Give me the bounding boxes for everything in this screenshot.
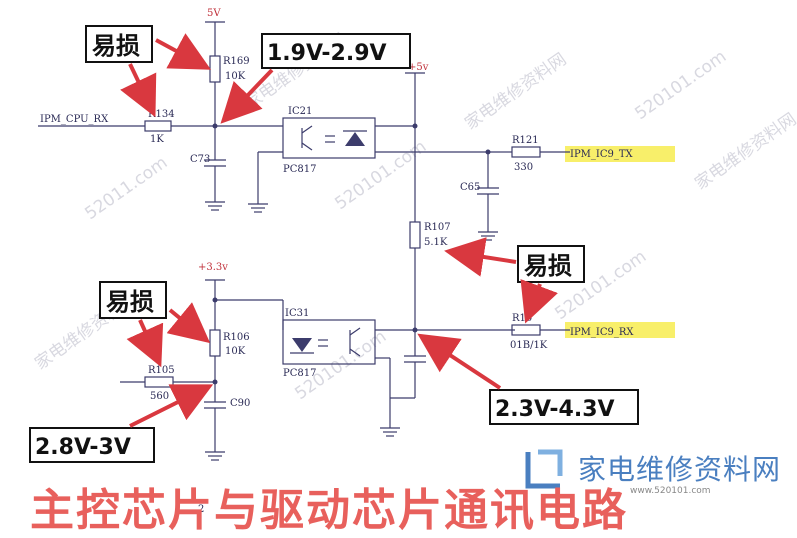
svg-text:易损: 易损 — [92, 32, 140, 60]
watermark-site: 家电维修资料网 — [461, 49, 570, 134]
label-r105-value: 560 — [150, 391, 169, 402]
resistor-r107 — [409, 221, 421, 249]
label-r105: R105 — [148, 365, 175, 376]
ground-symbol — [478, 231, 498, 241]
callout-fragile-1 — [85, 25, 153, 63]
logo-icon — [525, 449, 563, 489]
callouts: 易损 1.9V-2.9V 易损 易损 2.8V-3V 2.3V-4.3V — [29, 25, 639, 463]
label-r169: R169 — [223, 56, 250, 67]
label-r121-value: 330 — [514, 162, 533, 173]
label-c90: C90 — [230, 398, 250, 409]
optocoupler-ic21 — [282, 117, 376, 159]
led-icon — [345, 132, 365, 146]
ground-symbol — [205, 451, 225, 461]
watermark-layer: 家电维修资料网 家电维修资料网 520101.com 52011.com 520… — [31, 29, 797, 404]
watermark-url: 52011.com — [81, 153, 171, 224]
callout-voltage-right — [489, 389, 639, 425]
label-ipm-ic9-tx: IPM_IC9_TX — [570, 149, 634, 160]
resistor-r105 — [144, 376, 174, 388]
label-c65: C65 — [460, 182, 480, 193]
svg-text:易损: 易损 — [524, 252, 572, 280]
label-small-2: 2 — [198, 504, 204, 515]
label-r121: R121 — [512, 135, 539, 146]
highlight-rx — [565, 322, 675, 338]
top-circuit: 5V R169 10K IPM_CPU_RX R134 1K C73 IC21 … — [38, 8, 634, 330]
ground-symbol — [248, 203, 268, 213]
svg-text:1.9V-2.9V: 1.9V-2.9V — [267, 41, 387, 66]
label-r134-value: 1K — [150, 134, 164, 145]
bottom-circuit: +3.3v R106 10K IC31 PC817 — [120, 262, 634, 515]
svg-text:2.3V-4.3V: 2.3V-4.3V — [495, 397, 615, 422]
resistor-r134 — [144, 120, 172, 132]
callout-voltage-top — [261, 33, 411, 69]
highlight-tx — [565, 146, 675, 162]
watermark-url: 520101.com — [631, 47, 730, 125]
ground-symbol — [205, 201, 225, 211]
label-ic31: IC31 — [285, 308, 309, 319]
logo-text: 家电维修资料网 — [578, 453, 782, 486]
optocoupler-ic31 — [282, 319, 376, 365]
label-r106-value: 10K — [225, 346, 246, 357]
label-r169-value: 10K — [225, 71, 246, 82]
label-pc817-bottom: PC817 — [283, 368, 316, 379]
label-ic21: IC21 — [288, 106, 312, 117]
label-pc817-top: PC817 — [283, 164, 316, 175]
label-ipm-cpu-rx: IPM_CPU_RX — [40, 114, 109, 125]
callout-voltage-left — [29, 427, 155, 463]
callout-fragile-3 — [517, 245, 585, 283]
resistor-r169 — [209, 55, 221, 83]
label-r107: R107 — [424, 222, 451, 233]
page-title: 主控芯片与驱动芯片通讯电路 — [30, 485, 628, 536]
callout-fragile-2 — [99, 281, 167, 319]
label-r134: R134 — [148, 109, 175, 120]
resistor-r106 — [209, 329, 221, 357]
label-r10-value: 01B/1K — [510, 340, 548, 351]
watermark-site: 家电维修资料网 — [691, 109, 797, 194]
ground-symbol — [380, 427, 400, 437]
label-5v: 5V — [207, 8, 221, 19]
label-r107-value: 5.1K — [424, 237, 448, 248]
site-logo: 家电维修资料网 www.520101.com — [520, 446, 790, 496]
svg-text:2.8V-3V: 2.8V-3V — [35, 435, 131, 460]
svg-text:易损: 易损 — [106, 288, 154, 316]
label-r106: R106 — [223, 332, 250, 343]
resistor-r121 — [511, 146, 541, 158]
label-plus5v: +5v — [408, 62, 429, 73]
label-ipm-ic9-rx: IPM_IC9_RX — [570, 327, 634, 338]
label-plus3v3: +3.3v — [198, 262, 228, 273]
label-c73: C73 — [190, 154, 210, 165]
led-icon — [292, 338, 312, 352]
logo-url: www.520101.com — [630, 486, 711, 496]
resistor-r10 — [511, 324, 541, 336]
